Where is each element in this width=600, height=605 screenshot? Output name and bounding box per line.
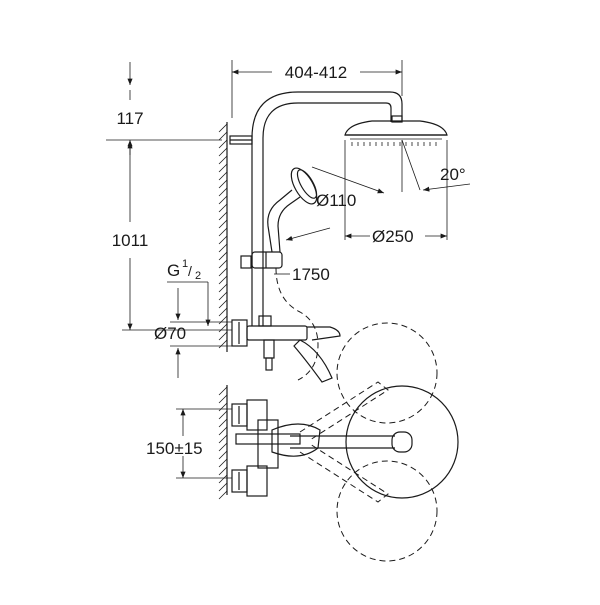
wall-hatch-line <box>218 131 228 141</box>
wall-hatch-line <box>218 227 228 237</box>
wall-hatch-line <box>218 331 228 341</box>
wall-hatch-line <box>218 171 228 181</box>
thread-g-label: G <box>167 261 180 280</box>
wall-hatch-line <box>218 243 228 253</box>
wall-hatch-line <box>218 211 228 221</box>
dim-inlet-spacing-label: 150±15 <box>146 439 203 458</box>
wall-hatch-line <box>218 315 228 325</box>
dim-inlet-spacing: 150±15 <box>146 408 232 479</box>
wall-hatch-line <box>218 418 228 428</box>
head-shower <box>344 115 448 146</box>
thread-den-label: 2 <box>195 270 201 282</box>
wall-lower <box>218 385 228 500</box>
wall-hatch-line <box>218 291 228 301</box>
wall-hatch-line <box>218 259 228 269</box>
wall-hatch-line <box>218 283 228 293</box>
dim-rosette: Ø70 <box>154 288 232 378</box>
thread-num-label: 1 <box>182 258 188 270</box>
wall-hatch-line <box>218 490 228 500</box>
wall-hatch-line <box>218 203 228 213</box>
wall-hatch-line <box>218 123 228 133</box>
wall-hatch-line <box>218 307 228 317</box>
dim-width-label: 404-412 <box>285 63 347 82</box>
wall-hatch-line <box>218 155 228 165</box>
wall-hatch-line <box>218 386 228 396</box>
dim-hand-shower-label: Ø110 <box>316 191 356 210</box>
wall-hatch-line <box>218 434 228 444</box>
wall-hatch-line <box>218 267 228 277</box>
dim-hose: 1750 <box>274 265 330 284</box>
wall-hatch-line <box>218 426 228 436</box>
wall-hatch-line <box>218 482 228 492</box>
mixer-lower <box>231 322 459 562</box>
dim-head-shower-label: Ø250 <box>372 227 414 246</box>
wall-hatch-line <box>218 410 228 420</box>
wall-hatch-line <box>218 195 228 205</box>
dim-thread: G 1 / 2 <box>167 258 211 326</box>
wall-hatch-line <box>218 251 228 261</box>
wall-hatch-line <box>218 219 228 229</box>
wall-hatch-line <box>218 474 228 484</box>
dim-height: 1011 <box>112 142 232 331</box>
wall-hatch-line <box>218 235 228 245</box>
wall-hatch-line <box>218 450 228 460</box>
wall-hatch-line <box>218 163 228 173</box>
wall-hatch-line <box>218 458 228 468</box>
wall-hatch-line <box>218 323 228 333</box>
dim-head-shower: Ø250 <box>344 140 448 246</box>
dim-top-offset-label: 117 <box>116 109 143 128</box>
wall-hatch-line <box>218 179 228 189</box>
shower-riser <box>229 91 403 326</box>
wall-hatch-line <box>218 466 228 476</box>
wall-hatch-line <box>218 299 228 309</box>
thread-slash: / <box>188 263 192 279</box>
wall-hatch-line <box>218 394 228 404</box>
wall-hatch-line <box>218 275 228 285</box>
dim-width: 404-412 <box>231 60 403 118</box>
dim-angle-label: 20° <box>440 165 466 184</box>
wall-hatch-line <box>218 339 228 349</box>
dim-rosette-label: Ø70 <box>154 324 186 343</box>
dim-hand-shower: Ø110 <box>285 166 385 241</box>
dim-hose-label: 1750 <box>292 265 330 284</box>
wall-hatch-line <box>218 187 228 197</box>
dim-angle: 20° <box>401 139 471 192</box>
mixer-upper <box>231 315 341 383</box>
hand-shower <box>240 167 319 381</box>
wall-hatch-line <box>218 139 228 149</box>
wall-upper <box>218 122 228 352</box>
dim-height-label: 1011 <box>112 231 149 250</box>
wall-hatch-line <box>218 402 228 412</box>
wall-hatch-line <box>218 147 228 157</box>
dim-top-offset: 117 <box>106 62 222 155</box>
wall-hatch-line <box>218 442 228 452</box>
